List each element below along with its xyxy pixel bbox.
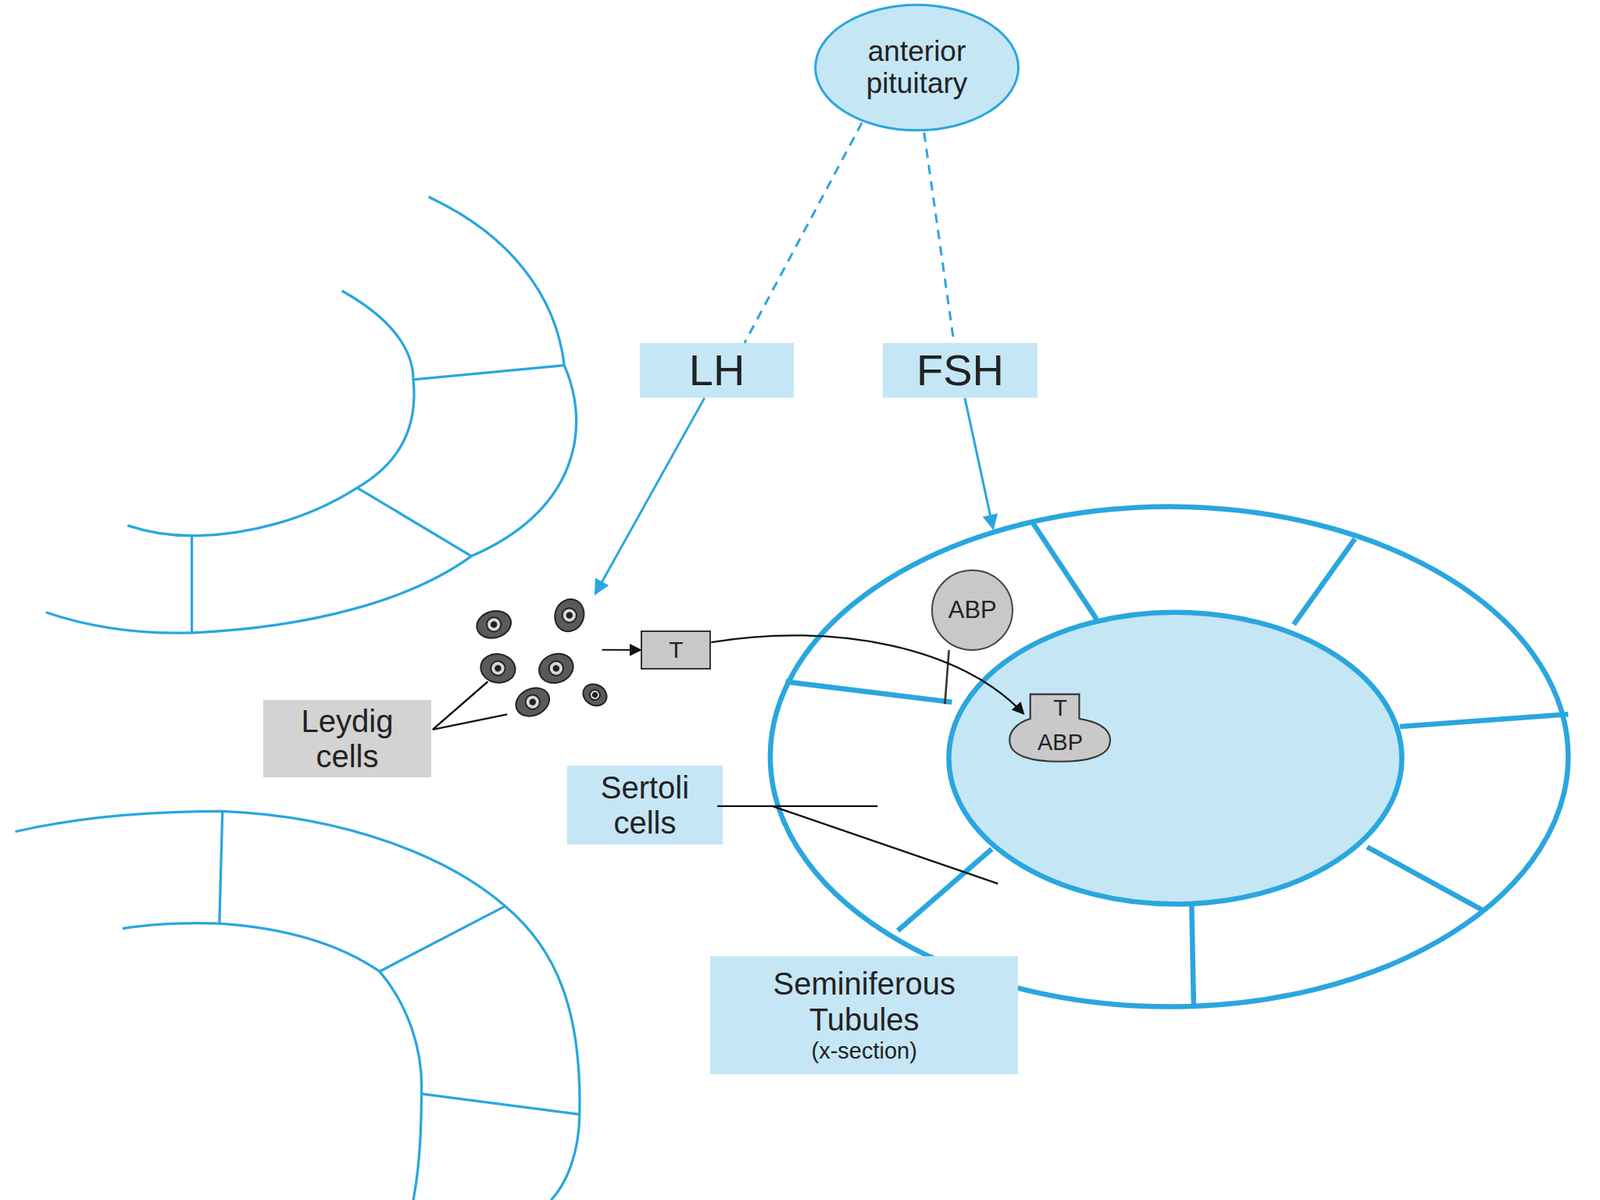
cell-nucleus: [485, 615, 503, 633]
leydig-cell: [550, 595, 589, 636]
leydig-cell: [510, 682, 554, 722]
leydig-cell: [478, 651, 518, 686]
node-label: LH: [689, 346, 746, 396]
node-label: FSH: [916, 346, 1004, 396]
cell-body: [478, 651, 518, 686]
nucleolus: [592, 692, 598, 698]
cell-nucleus: [546, 659, 565, 678]
hormone-box: FSH: [882, 342, 1039, 399]
node-shape: [767, 503, 1572, 1011]
cell-body: [473, 607, 515, 642]
cell-nucleus: [489, 660, 507, 677]
cell-nucleus: [588, 688, 603, 703]
node-label: (x-section): [811, 1037, 918, 1065]
anterior-pituitary-circle: anterior pituitary: [813, 2, 1021, 133]
cell-boundary: [219, 810, 580, 1115]
sertoli-label-box: Sertoli cells: [567, 765, 723, 846]
cell-body: [535, 649, 578, 689]
arrow-connector: [710, 635, 1024, 715]
node-label: anterior pituitary: [827, 35, 1008, 100]
arrow-connector: [595, 397, 705, 594]
cell-nucleus: [523, 692, 543, 711]
abp-stem: [944, 650, 949, 704]
nucleolus: [490, 621, 497, 628]
nucleolus: [495, 665, 502, 672]
cell-body: [578, 679, 611, 710]
label-box: Seminiferous Tubules(x-section): [710, 956, 1018, 1075]
abp-circle: ABP: [931, 569, 1013, 651]
testosterone-abp-complex: T ABP: [1007, 692, 1112, 764]
leader-line: [717, 806, 998, 884]
edge-group: [595, 122, 1024, 715]
leydig-cell: [473, 607, 515, 642]
leydig-cell: [578, 679, 611, 710]
hormone-box: LH: [639, 342, 794, 399]
leydig-cells-group: Leydig cells: [263, 593, 603, 778]
node-label: ABP: [948, 596, 997, 625]
nucleolus: [566, 611, 573, 618]
node-label: Leydig cells: [276, 703, 418, 775]
leader-line: [432, 681, 508, 729]
dashed-connector: [744, 122, 862, 343]
arrow-connector: [602, 649, 642, 651]
nucleolus: [528, 698, 536, 706]
dashed-connector: [924, 132, 954, 343]
tubule-wall: [15, 810, 580, 1200]
node-label: Sertoli cells: [578, 770, 711, 841]
cell-nucleus: [560, 606, 579, 625]
sertoli-cell-boundary: [785, 522, 1569, 1008]
cell-body: [550, 595, 589, 636]
label-box: Leydig cells: [263, 700, 432, 778]
testosterone-box: T: [640, 630, 711, 670]
nucleolus: [553, 664, 560, 672]
node-label: Seminiferous Tubules: [735, 965, 993, 1038]
circle-outline: [815, 4, 1019, 130]
leydig-cell: [535, 649, 578, 689]
leader-lines: [432, 650, 999, 884]
tubule-lumen: [949, 612, 1403, 905]
node-label: T: [668, 636, 683, 664]
leydig-cell-cluster: [473, 595, 611, 722]
seminiferous-tubule: Seminiferous Tubules(x-section)ABPTABP: [767, 503, 1572, 1011]
node-label: ABP: [1007, 731, 1112, 754]
arrow-connector: [964, 397, 993, 529]
cell-boundary: [192, 365, 565, 633]
tubule-lumen-wall: [122, 923, 422, 1200]
tubule-lumen-wall: [127, 290, 415, 536]
tubule-upper-left: [46, 196, 577, 633]
node-label: T: [1007, 696, 1112, 720]
tubule-lower-left: [15, 810, 580, 1200]
tubule-wall: [770, 506, 1568, 1007]
tubule-wall: [46, 196, 577, 633]
cell-body: [510, 682, 554, 722]
